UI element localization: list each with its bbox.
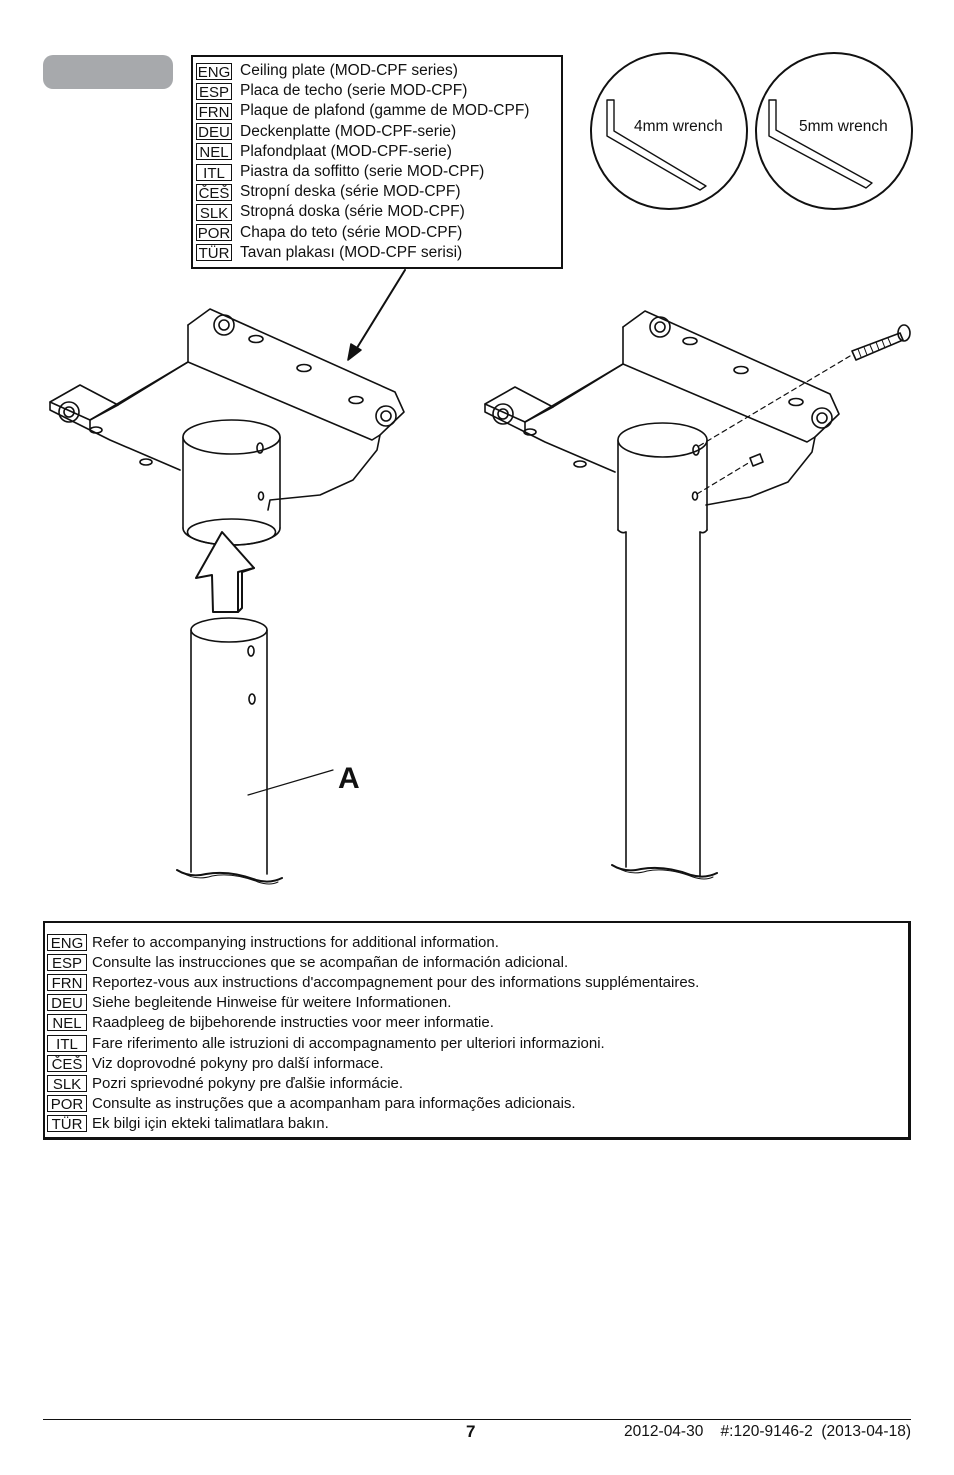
note-row: ENG Refer to accompanying instructions fo… [47,932,908,952]
legend-text: Tavan plakası (MOD-CPF serisi) [240,243,463,261]
allen-wrench-icon [606,99,707,191]
note-text: Consulte las instrucciones que se acompa… [92,953,569,971]
tool-label: 5mm wrench [799,118,888,135]
language-code: DEU [196,123,232,141]
legend-text: Deckenplatte (MOD-CPF-serie) [240,122,457,140]
language-code: POR [196,224,232,243]
legend-row: NEL Plafondplaat (MOD-CPF-serie) [196,142,558,162]
note-row: DEU Siehe begleitende Hinweise für weiter… [47,993,908,1013]
wrench-5mm-callout: 5mm wrench [755,52,913,210]
legend-text: Chapa do teto (série MOD-CPF) [240,223,463,241]
footer-divider [43,1419,911,1420]
extension-column-a [176,617,334,885]
language-code: ESP [47,953,87,972]
language-code: ESP [196,82,232,101]
note-text: Ek bilgi için ekteki talimatlara bakın. [92,1115,329,1133]
language-code: FRN [47,973,87,992]
tool-label: 4mm wrench [634,118,723,135]
note-row: TÜR Ek bilgi için ekteki talimatlara bakı… [47,1114,908,1134]
note-text: Siehe begleitende Hinweise für weitere I… [92,994,452,1012]
note-text: Reportez-vous aux instructions d'accompa… [92,973,700,991]
ceiling-plate-left [49,308,405,546]
note-text: Consulte as instruções que a acompanham … [92,1095,576,1113]
legend-row: TÜR Tavan plakası (MOD-CPF serisi) [196,243,558,263]
language-code: FRN [196,102,232,121]
part-label-a: A [338,762,360,795]
step-number-badge [43,55,173,89]
language-code: ITL [196,163,232,182]
document-id: 2012-04-30 #:120-9146-2 (2013-04-18) [624,1423,911,1440]
legend-row: FRN Plaque de plafond (gamme de MOD-CPF) [196,101,558,121]
language-code: ENG [196,62,232,81]
note-row: ITL Fare riferimento alle istruzioni di a… [47,1033,908,1053]
language-code: POR [47,1095,87,1113]
language-code: ČEŠ [47,1054,87,1073]
language-code: NEL [196,143,232,161]
note-text: Pozri sprievodné pokyny pre ďalšie infor… [92,1074,404,1092]
language-code: ENG [47,933,87,952]
note-text: Refer to accompanying instructions for a… [92,933,499,951]
legend-leader-line [351,269,406,357]
legend-text: Stropní deska (série MOD-CPF) [240,183,461,201]
legend-text: Plaque de plafond (gamme de MOD-CPF) [240,102,530,120]
allen-wrench-icon [768,99,873,189]
note-row: SLK Pozri sprievodné pokyny pre ďalšie in… [47,1073,908,1093]
leader-arrowhead [347,343,362,361]
legend-text: Placa de techo (serie MOD-CPF) [240,82,468,100]
language-code: DEU [47,994,87,1012]
note-row: NEL Raadpleeg de bijbehorende instructies… [47,1013,908,1033]
language-code: TÜR [47,1115,87,1133]
language-code: SLK [47,1074,87,1093]
set-screw-icon [749,453,764,467]
legend-text: Stropná doska (série MOD-CPF) [240,203,465,221]
legend-row: ČEŠ Stropní deska (série MOD-CPF) [196,182,558,202]
language-code: ČEŠ [196,183,232,202]
legend-row: ESP Placa de techo (serie MOD-CPF) [196,81,558,101]
wrench-4mm-callout: 4mm wrench [590,52,748,210]
note-row: ESP Consulte las instrucciones que se aco… [47,952,908,972]
note-text: Viz doprovodné pokyny pro další informac… [92,1054,384,1072]
assembly-illustration: 4mm wrench 5mm wrench [49,52,913,885]
part-legend-box: ENG Ceiling plate (MOD-CPF series) ESP Pla… [191,55,563,269]
legend-text: Piastra da soffitto (serie MOD-CPF) [240,163,485,181]
note-text: Fare riferimento alle istruzioni di acco… [92,1034,605,1052]
additional-info-box: ENG Refer to accompanying instructions fo… [43,921,911,1140]
legend-text: Ceiling plate (MOD-CPF series) [240,62,458,80]
note-row: POR Consulte as instruções que a acompanh… [47,1094,908,1114]
legend-text: Plafondplaat (MOD-CPF-serie) [240,142,452,160]
note-row: ČEŠ Viz doprovodné pokyny pro další infor… [47,1053,908,1073]
legend-row: ENG Ceiling plate (MOD-CPF series) [196,61,558,81]
language-code: SLK [196,203,232,222]
language-code: TÜR [196,244,232,262]
legend-row: POR Chapa do teto (série MOD-CPF) [196,223,558,243]
language-code: ITL [47,1034,87,1053]
legend-row: SLK Stropná doska (série MOD-CPF) [196,202,558,222]
ceiling-plate-right [484,310,911,880]
note-row: FRN Reportez-vous aux instructions d'acco… [47,972,908,992]
page-number: 7 [466,1422,476,1441]
legend-row: DEU Deckenplatte (MOD-CPF-serie) [196,122,558,142]
language-code: NEL [47,1014,87,1032]
legend-row: ITL Piastra da soffitto (serie MOD-CPF) [196,162,558,182]
note-text: Raadpleeg de bijbehorende instructies vo… [92,1014,494,1032]
